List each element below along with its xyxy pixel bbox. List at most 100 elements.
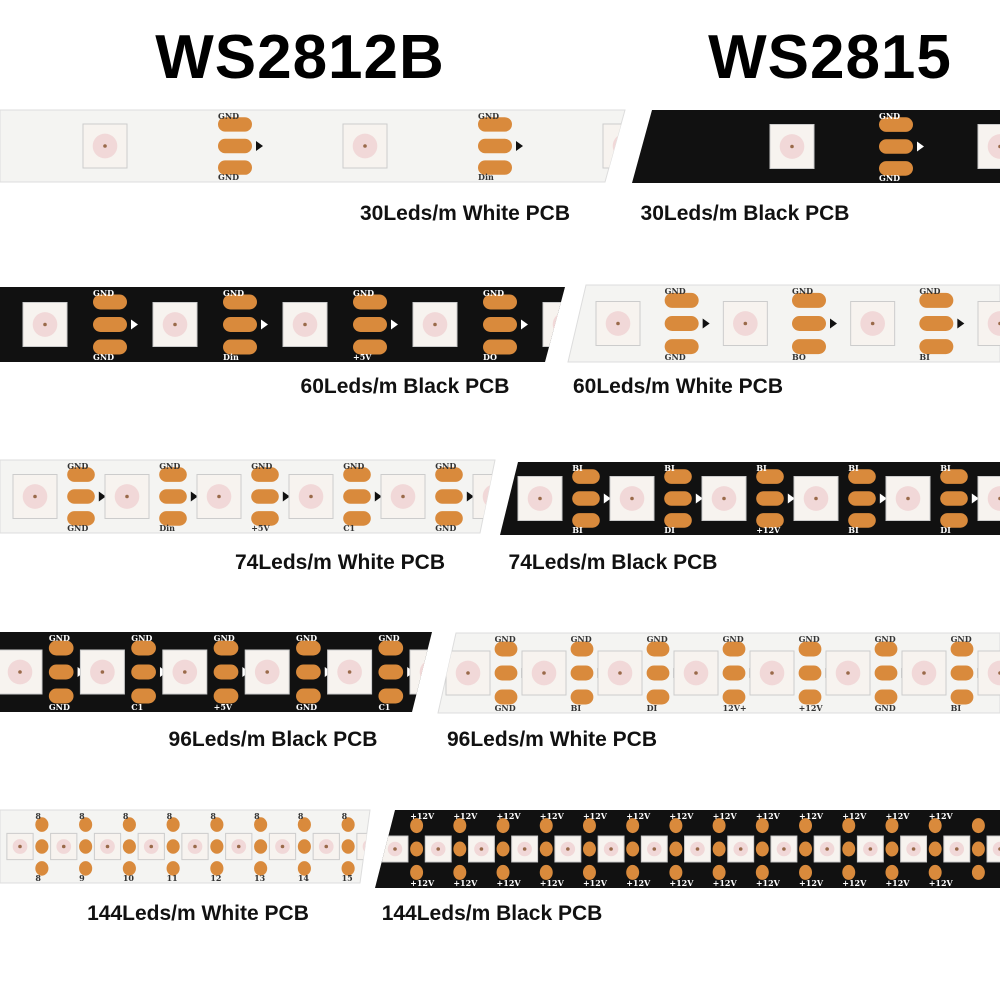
ws2812b-title: WS2812B bbox=[155, 23, 445, 92]
pad-label: GND bbox=[792, 286, 813, 296]
solder-pad bbox=[669, 841, 683, 857]
pad-label: 8 bbox=[123, 811, 129, 821]
solder-pad bbox=[570, 641, 594, 657]
pad-label: BI bbox=[848, 525, 859, 535]
solder-pad bbox=[296, 640, 321, 656]
pad-label: DO bbox=[483, 352, 497, 362]
solder-pad bbox=[297, 839, 311, 854]
solder-pad bbox=[67, 467, 95, 482]
solder-pad bbox=[755, 864, 769, 880]
solder-pad bbox=[755, 818, 769, 834]
led-die bbox=[193, 844, 197, 849]
ws2815-title: WS2815 bbox=[708, 23, 952, 92]
data-arrow-icon bbox=[787, 493, 795, 504]
solder-pad bbox=[166, 839, 180, 854]
solder-pad bbox=[67, 489, 95, 504]
led-strip bbox=[0, 809, 371, 884]
pad-label: +12V bbox=[540, 878, 565, 888]
solder-pad bbox=[756, 469, 784, 484]
strip-components bbox=[6, 817, 370, 876]
led-strip bbox=[0, 632, 432, 712]
data-arrow-icon bbox=[282, 491, 290, 502]
pad-label: BI bbox=[940, 463, 951, 473]
solder-pad bbox=[570, 689, 594, 705]
led-die bbox=[542, 671, 546, 675]
pad-label: +5V bbox=[353, 352, 372, 362]
led-die bbox=[694, 671, 698, 675]
solder-pad bbox=[572, 491, 600, 506]
solder-pad bbox=[919, 292, 954, 308]
solder-pad bbox=[669, 864, 683, 880]
led-die bbox=[814, 496, 818, 501]
pad-label: C1 bbox=[131, 702, 143, 712]
solder-pad bbox=[848, 513, 876, 528]
pad-label: Din bbox=[478, 172, 494, 182]
led-die bbox=[538, 496, 542, 501]
pad-label: GND bbox=[799, 634, 820, 644]
solder-pad bbox=[842, 864, 856, 880]
pad-label: BI bbox=[756, 463, 767, 473]
solder-pad bbox=[792, 339, 826, 355]
solder-pad bbox=[297, 817, 311, 832]
pad-label: BI bbox=[848, 463, 859, 473]
strip-components bbox=[445, 641, 1000, 705]
solder-pad bbox=[79, 817, 93, 832]
pad-label: GND bbox=[647, 634, 668, 644]
pcb-strip bbox=[0, 109, 626, 183]
led-die bbox=[998, 847, 1000, 851]
pad-labels-layer: GNDGNDDinGNDGNDGNDGNDGNDDinGND+5VGNDDOGN… bbox=[35, 111, 971, 888]
led-die bbox=[466, 671, 470, 675]
solder-pad bbox=[159, 511, 187, 526]
solder-pad bbox=[494, 689, 518, 705]
led-die bbox=[149, 844, 154, 849]
pad-label: 8 bbox=[35, 811, 41, 821]
caption-30-white: 30Leds/m White PCB bbox=[359, 202, 571, 225]
solder-pad bbox=[919, 339, 954, 355]
solder-pad bbox=[435, 489, 463, 504]
led-die bbox=[303, 322, 307, 327]
led-strip bbox=[0, 459, 496, 534]
pad-label: +12V bbox=[885, 878, 910, 888]
led-die bbox=[430, 670, 432, 674]
strip-components bbox=[595, 292, 1000, 355]
pad-label: GND bbox=[875, 634, 896, 644]
pad-label: 11 bbox=[167, 873, 178, 883]
solder-pad bbox=[159, 489, 187, 504]
caption-60-white: 60Leds/m White PCB bbox=[572, 375, 784, 398]
led-chip bbox=[749, 650, 795, 696]
led-die bbox=[43, 322, 47, 327]
led-die bbox=[522, 847, 527, 851]
solder-pad bbox=[410, 864, 424, 880]
solder-pad bbox=[792, 292, 826, 308]
pad-label: GND bbox=[919, 286, 940, 296]
solder-pad bbox=[919, 316, 954, 331]
led-die bbox=[33, 494, 37, 499]
solder-pad bbox=[483, 294, 517, 310]
led-lens bbox=[482, 484, 495, 509]
pad-label: GND bbox=[218, 172, 239, 182]
pad-label: GND bbox=[378, 633, 399, 643]
pad-label: 8 bbox=[167, 811, 173, 821]
pad-label: GND bbox=[214, 633, 235, 643]
pad-label: 9 bbox=[79, 873, 85, 883]
pad-label: +12V bbox=[756, 878, 781, 888]
pad-label: Din bbox=[159, 523, 175, 533]
pad-label: BI bbox=[951, 703, 962, 713]
pad-label: BI bbox=[664, 463, 675, 473]
solder-pad bbox=[799, 841, 813, 857]
pad-label: GND bbox=[353, 288, 374, 298]
solder-pad bbox=[664, 491, 692, 506]
pad-label: +12V bbox=[583, 878, 608, 888]
led-die bbox=[217, 494, 221, 499]
solder-pad bbox=[296, 664, 321, 680]
data-arrow-icon bbox=[516, 141, 523, 151]
solder-pad bbox=[885, 818, 899, 834]
led-lens bbox=[612, 133, 625, 159]
solder-pad bbox=[928, 841, 942, 857]
pad-label: 14 bbox=[298, 873, 310, 883]
solder-pad bbox=[879, 161, 913, 176]
pad-label: +12V bbox=[756, 525, 781, 535]
solder-pad bbox=[950, 689, 974, 705]
pad-label: GND bbox=[218, 111, 239, 121]
